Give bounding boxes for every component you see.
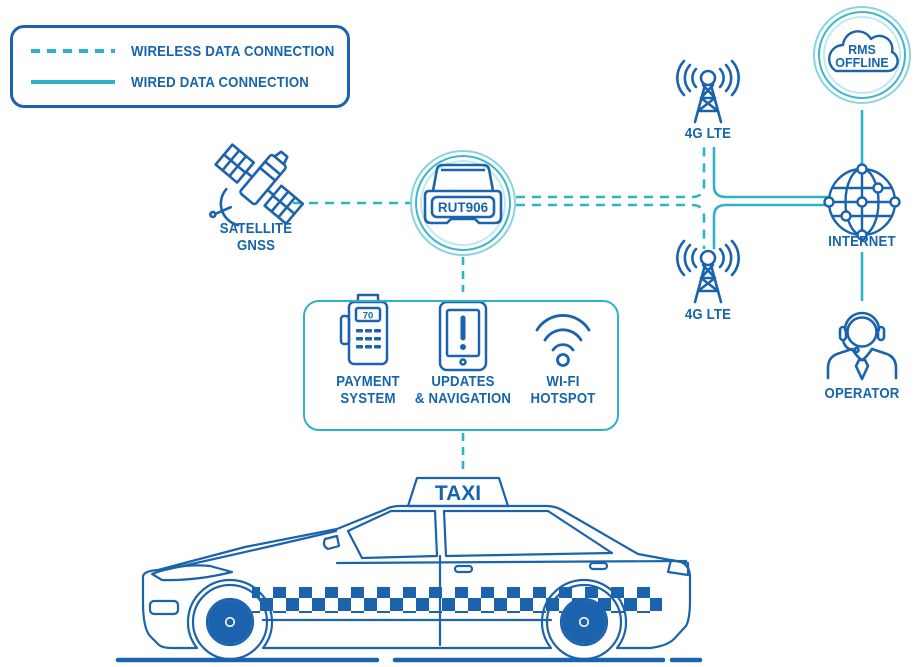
legend-row-wireless: WIRELESS DATA CONNECTION	[31, 43, 347, 60]
car-door-handle-front	[453, 564, 474, 574]
solid-line-swatch	[31, 80, 115, 84]
internet-globe-icon	[823, 163, 901, 241]
car-headlight	[150, 564, 234, 582]
car-tail-light	[666, 558, 690, 577]
payment-display-value: 70	[363, 311, 374, 322]
car-mirror	[322, 534, 341, 551]
taxi-illustration: TAXI	[115, 476, 703, 663]
rms-cloud-node: RMS OFFLINE	[813, 6, 911, 104]
wired-line-tower-top-internet	[712, 147, 828, 199]
updates-label-line1: UPDATES	[431, 373, 495, 390]
rms-label-line2: OFFLINE	[835, 56, 888, 70]
satellite-label-line2: GNSS	[236, 237, 276, 254]
tower-bottom-icon	[676, 239, 740, 304]
car-window-rear	[442, 509, 614, 558]
payment-terminal-icon: 70	[339, 293, 389, 366]
legend-wired-label: WIRED DATA CONNECTION	[131, 73, 309, 91]
wireless-line-router-tower-top	[516, 147, 706, 199]
car-wheel-front	[191, 583, 269, 661]
router-node: RUT906	[410, 150, 516, 256]
onboard-services-box	[303, 300, 619, 431]
legend-wireless-label: WIRELESS DATA CONNECTION	[131, 42, 335, 60]
router-rings	[410, 150, 516, 256]
tower-top-icon	[676, 59, 740, 124]
internet-label: INTERNET	[828, 233, 896, 250]
updates-label-line2: & NAVIGATION	[414, 390, 512, 407]
operator-icon	[826, 311, 898, 381]
wifi-hotspot-icon	[535, 314, 591, 367]
satellite-gnss-icon	[209, 143, 305, 227]
wifi-label-line1: WI-FI	[546, 373, 580, 390]
rms-rings	[813, 6, 911, 104]
dashed-line-swatch	[31, 49, 115, 53]
router-device-icon: RUT906	[423, 163, 503, 225]
tablet-navigation-icon	[438, 300, 488, 372]
wired-line-tower-bottom-internet	[712, 203, 828, 249]
legend-row-wired: WIRED DATA CONNECTION	[31, 74, 347, 91]
wifi-label-line2: HOTSPOT	[530, 390, 596, 407]
tower-bottom-label: 4G LTE	[684, 306, 732, 323]
satellite-label-line1: SATELLITE	[219, 220, 293, 237]
connection-lines	[293, 110, 864, 470]
taxi-sign: TAXI	[406, 476, 510, 508]
car-window-front	[346, 509, 439, 560]
car-fog-light	[148, 599, 180, 616]
wireless-line-router-tower-bottom	[516, 203, 706, 249]
taxi-sign-label: TAXI	[435, 482, 481, 505]
car-belt-line	[335, 559, 688, 565]
payment-label-line2: SYSTEM	[340, 390, 396, 407]
payment-label-line1: PAYMENT	[336, 373, 400, 390]
rms-label-line1: RMS	[848, 43, 876, 57]
car-door-handle-rear	[588, 561, 609, 571]
rms-cloud-icon: RMS OFFLINE	[828, 30, 899, 73]
tower-top-label: 4G LTE	[684, 125, 732, 142]
router-label: RUT906	[438, 200, 489, 215]
operator-label: OPERATOR	[824, 385, 900, 402]
legend-box: WIRELESS DATA CONNECTION WIRED DATA CONN…	[10, 25, 350, 108]
